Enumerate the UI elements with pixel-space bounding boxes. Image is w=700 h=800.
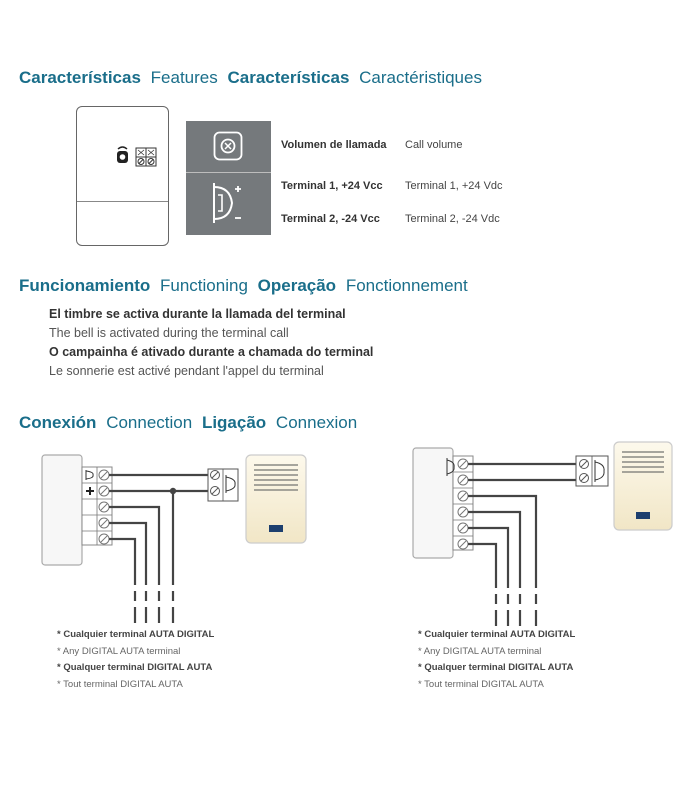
note-line: * Cualquier terminal AUTA DIGITAL xyxy=(418,629,576,640)
connection-diagram-left xyxy=(41,454,307,623)
heading-part: Características xyxy=(227,68,350,87)
feature-es-volume: Volumen de llamada xyxy=(281,139,387,151)
icon-panel xyxy=(186,121,271,235)
heading-part: Functioning xyxy=(160,276,248,295)
feature-en-terminal2: Terminal 2, -24 Vdc xyxy=(405,213,500,225)
heading-part: Ligação xyxy=(201,413,267,432)
heading-part: Funcionamiento xyxy=(19,276,151,295)
bell-icon xyxy=(213,183,241,223)
connection-heading: Conexión Connection Ligação Connexion xyxy=(19,413,362,433)
terminal-block-icon xyxy=(135,147,157,167)
heading-part: Fonctionnement xyxy=(345,276,468,295)
note-line: * Qualquer terminal DIGITAL AUTA xyxy=(57,662,213,673)
heading-part: Conexión xyxy=(19,413,97,432)
functioning-line-pt: O campainha é ativado durante a chamada … xyxy=(49,345,374,359)
features-heading: Características Features Características… xyxy=(19,68,487,88)
heading-part: Operação xyxy=(257,276,337,295)
notes-right: * Cualquier terminal AUTA DIGITAL * Any … xyxy=(418,627,575,693)
volume-icon xyxy=(213,131,243,161)
heading-part: Connection xyxy=(106,413,193,432)
bell-device-illustration xyxy=(76,106,169,246)
heading-part: Características xyxy=(19,68,141,87)
heading-part: Caractéristiques xyxy=(359,68,482,87)
feature-en-volume: Call volume xyxy=(405,139,463,151)
note-line: * Any DIGITAL AUTA terminal xyxy=(57,645,181,657)
connection-diagram-right xyxy=(412,441,673,626)
functioning-line-es: El timbre se activa durante la llamada d… xyxy=(49,307,346,321)
feature-es-terminal2: Terminal 2, -24 Vcc xyxy=(281,213,380,225)
heading-part: Connexion xyxy=(275,413,358,432)
note-line: * Qualquer terminal DIGITAL AUTA xyxy=(418,662,574,673)
device-divider xyxy=(77,201,168,202)
functioning-line-fr: Le sonnerie est activé pendant l'appel d… xyxy=(49,364,324,378)
functioning-heading: Funcionamiento Functioning Operação Fonc… xyxy=(19,276,473,296)
heading-part: Features xyxy=(150,68,218,87)
volume-knob-icon xyxy=(117,146,128,163)
feature-en-terminal1: Terminal 1, +24 Vdc xyxy=(405,180,503,192)
panel-divider xyxy=(186,172,271,173)
functioning-line-en: The bell is activated during the termina… xyxy=(49,326,289,340)
feature-es-terminal1: Terminal 1, +24 Vcc xyxy=(281,180,383,192)
note-line: * Tout terminal DIGITAL AUTA xyxy=(57,678,183,690)
note-line: * Cualquier terminal AUTA DIGITAL xyxy=(57,629,215,640)
note-line: * Any DIGITAL AUTA terminal xyxy=(418,645,542,657)
note-line: * Tout terminal DIGITAL AUTA xyxy=(418,678,544,690)
notes-left: * Cualquier terminal AUTA DIGITAL * Any … xyxy=(57,627,214,693)
